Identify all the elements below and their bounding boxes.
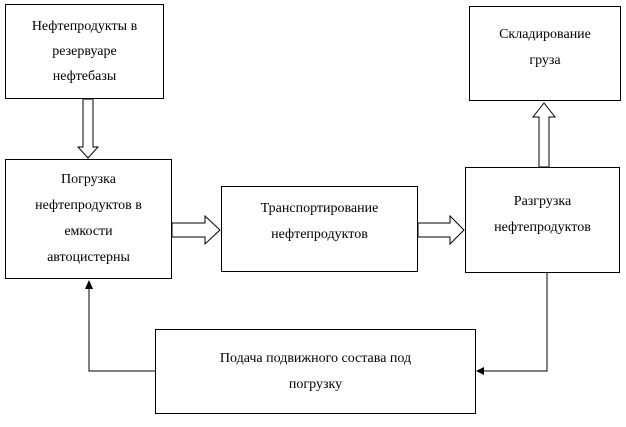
line-unloading-to-supply xyxy=(483,273,548,372)
node-supply: Подача подвижного состава под погрузку xyxy=(155,329,476,414)
node-supply-line-1: Подача подвижного состава под xyxy=(219,350,412,366)
line-supply-to-loading xyxy=(88,289,155,372)
node-loading: Погрузка нефтепродуктов в емкости автоци… xyxy=(5,159,172,279)
node-storage-line-2: резервуаре xyxy=(52,44,117,59)
arrow-unloading-to-warehousing xyxy=(531,102,557,168)
node-loading-line-1: Погрузка xyxy=(60,172,116,187)
node-unloading-line-1: Разгрузка xyxy=(513,194,572,209)
node-transport: Транспортирование нефтепродуктов xyxy=(221,186,418,272)
node-storage-line-3: нефтебазы xyxy=(52,69,117,84)
node-warehousing: Складирование груза xyxy=(469,6,621,101)
node-storage: Нефтепродукты в резервуаре нефтебазы xyxy=(5,4,164,99)
node-unloading: Разгрузка нефтепродуктов xyxy=(465,167,620,273)
node-transport-line-1: Транспортирование xyxy=(260,201,379,216)
node-loading-line-2: нефтепродуктов в xyxy=(35,198,142,213)
arrow-transport-to-unloading xyxy=(417,214,465,246)
node-transport-line-2: нефтепродуктов xyxy=(271,227,368,242)
node-loading-line-4: автоцистерны xyxy=(47,250,130,265)
arrow-storage-to-loading xyxy=(76,98,100,159)
node-unloading-line-2: нефтепродуктов xyxy=(494,220,591,235)
node-warehousing-line-1: Складирование xyxy=(499,26,591,42)
node-loading-line-3: емкости xyxy=(64,224,113,239)
node-storage-line-1: Нефтепродукты в xyxy=(31,19,138,34)
node-supply-line-2: погрузку xyxy=(288,376,343,392)
arrowhead-unloading-to-supply xyxy=(476,367,484,375)
arrow-loading-to-transport xyxy=(171,214,221,246)
arrowhead-supply-to-loading xyxy=(85,280,93,289)
node-warehousing-line-2: груза xyxy=(529,52,561,68)
